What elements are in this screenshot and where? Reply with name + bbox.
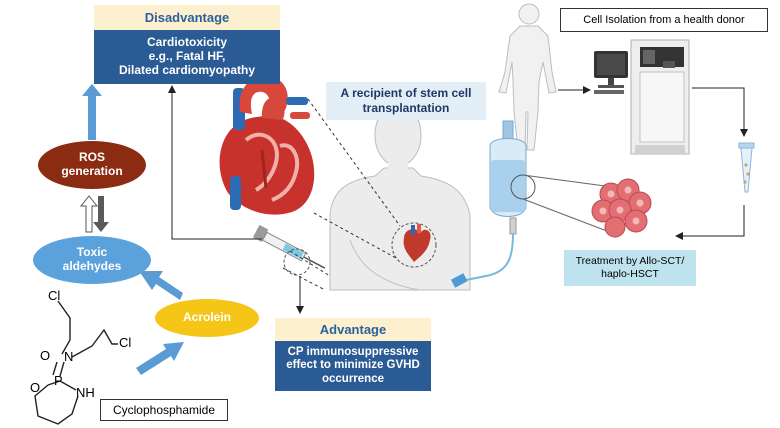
patient-figure (329, 103, 471, 291)
small-heart-icon (403, 224, 431, 262)
advantage-header: Advantage (275, 318, 431, 341)
advantage-body: CP immunosuppressive effect to minimize … (275, 341, 431, 391)
cell-isolation-text: Cell Isolation from a health donor (583, 14, 745, 26)
atom-o-ring: O (30, 380, 41, 395)
cyclophosphamide-label: Cyclophosphamide (100, 399, 228, 421)
donor-figure (498, 3, 557, 151)
aldehydes-line-1: Toxic (76, 245, 108, 260)
treatment-line-2: haplo-HSCT (601, 268, 659, 280)
treatment-line-1: Treatment by Allo-SCT/ (575, 254, 685, 267)
toxic-aldehydes-node: Toxic aldehydes (33, 236, 151, 284)
advantage-line-2: effect to minimize GVHD (286, 359, 420, 372)
acrolein-node: Acrolein (155, 299, 259, 337)
atom-o-double: O (40, 348, 51, 363)
disadvantage-line-3: Dilated cardiomyopathy (118, 62, 256, 77)
ros-line-1: ROS (78, 150, 105, 165)
pathway-arrows (82, 84, 184, 375)
ros-line-2: generation (61, 164, 123, 178)
ros-generation-node: ROS generation (38, 141, 146, 189)
cyclophosphamide-text: Cyclophosphamide (112, 403, 216, 417)
disadvantage-header: Disadvantage (94, 5, 280, 30)
syringe-icon (252, 224, 326, 269)
aldehydes-line-2: aldehydes (62, 259, 122, 273)
atom-p: P (54, 373, 63, 388)
disadvantage-line-1: Cardiotoxicity (146, 35, 227, 50)
test-tube-icon (738, 142, 755, 193)
atom-cl-2: Cl (119, 335, 132, 350)
heart-anatomy-icon (219, 76, 315, 215)
cell-sorter-machine-icon (630, 39, 690, 155)
disadvantage-body: Cardiotoxicity e.g., Fatal HF, Dilated c… (94, 30, 280, 84)
cell-isolation-label: Cell Isolation from a health donor (560, 8, 768, 32)
cyclophosphamide-structure (34, 300, 118, 425)
advantage-line-3: occurrence (321, 372, 384, 385)
atom-nh: NH (76, 385, 95, 400)
advantage-title: Advantage (319, 322, 387, 337)
treatment-label: Treatment by Allo-SCT/ haplo-HSCT (564, 250, 696, 286)
recipient-line-1: A recipient of stem cell (340, 86, 472, 100)
recipient-label: A recipient of stem cell transplantation (326, 82, 486, 120)
syringe-highlight (283, 248, 311, 276)
acrolein-text: Acrolein (182, 310, 231, 325)
advantage-line-1: CP immunosuppressive (287, 346, 419, 359)
computer-icon (594, 51, 628, 94)
recipient-line-2: transplantation (362, 101, 450, 115)
atom-n: N (64, 349, 74, 364)
bidirectional-arrows (79, 195, 109, 233)
disadvantage-line-2: e.g., Fatal HF, (148, 49, 226, 64)
patient-heart-highlight (391, 222, 437, 268)
atom-cl-1: Cl (48, 288, 61, 303)
disadvantage-title: Disadvantage (144, 10, 230, 25)
